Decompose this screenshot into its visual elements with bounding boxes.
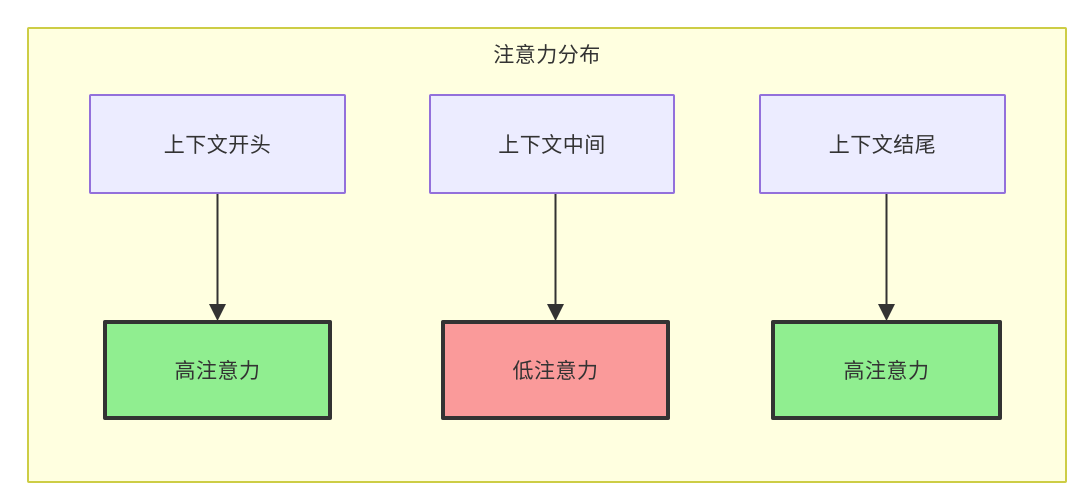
- edge-layer: [29, 29, 1065, 481]
- node-attn-high-end[interactable]: 高注意力: [771, 320, 1002, 420]
- node-attn-high-start-label: 高注意力: [174, 360, 261, 383]
- edge-ctx-end-to-attn-high-end: [878, 194, 895, 321]
- node-ctx-start[interactable]: 上下文开头: [89, 94, 346, 194]
- subgraph-title: 注意力分布: [493, 44, 601, 67]
- node-ctx-end[interactable]: 上下文结尾: [759, 94, 1006, 194]
- node-ctx-middle[interactable]: 上下文中间: [429, 94, 675, 194]
- node-ctx-end-label: 上下文结尾: [828, 134, 937, 157]
- edge-ctx-start-to-attn-high-start: [209, 194, 226, 321]
- node-attn-high-end-label: 高注意力: [843, 360, 930, 383]
- node-attn-low-middle-label: 低注意力: [512, 360, 599, 383]
- node-attn-low-middle[interactable]: 低注意力: [441, 320, 670, 420]
- node-ctx-start-label: 上下文开头: [163, 134, 272, 157]
- edge-ctx-middle-to-attn-low-middle: [547, 194, 564, 321]
- node-attn-high-start[interactable]: 高注意力: [103, 320, 332, 420]
- node-ctx-middle-label: 上下文中间: [498, 134, 606, 157]
- attention-distribution-subgraph: 注意力分布 上下文开头 上下文中间 上下文结尾 高注意力 低注意力 高注意力: [27, 27, 1067, 483]
